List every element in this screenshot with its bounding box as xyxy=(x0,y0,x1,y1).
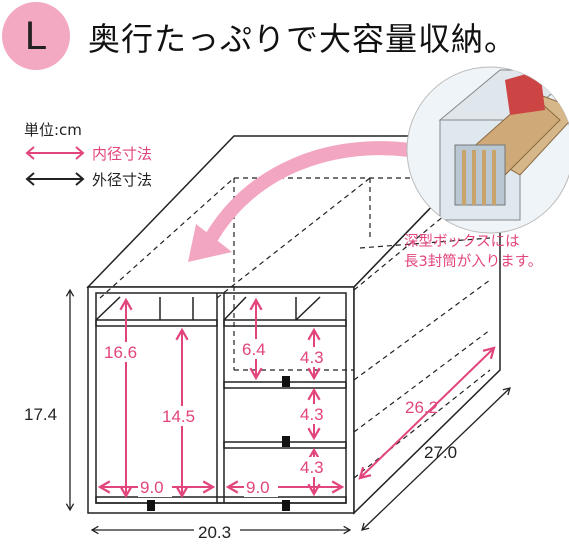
size-letter: L xyxy=(24,13,48,58)
dim-left-full-height: 16.6 xyxy=(104,343,137,362)
drawer-handles xyxy=(147,376,290,511)
dim-inner-depth: 26.2 xyxy=(405,398,438,417)
callout-arrow xyxy=(203,141,411,244)
note-line1: 深型ボックスには xyxy=(404,234,520,250)
dim-right-drawer3: 4.3 xyxy=(300,458,324,477)
dim-right-top-height: 6.4 xyxy=(242,340,266,359)
envelope-note: 深型ボックスには 長3封筒が入ります。 xyxy=(404,232,542,272)
note-line2: 長3封筒が入ります。 xyxy=(404,254,543,270)
inset-image xyxy=(406,66,569,234)
legend-inner-label: 内径寸法 xyxy=(92,144,153,163)
dim-right-top-box: 4.3 xyxy=(300,348,324,367)
dim-left-width: 9.0 xyxy=(140,478,164,497)
legend-outer: 外径寸法 xyxy=(24,166,152,192)
dim-right-drawer2: 4.3 xyxy=(300,405,324,424)
page-title: 奥行たっぷりで大容量収納。 xyxy=(88,20,518,58)
size-badge: L xyxy=(2,2,70,70)
legend-outer-label: 外径寸法 xyxy=(92,170,153,189)
dim-outer-depth: 27.0 xyxy=(424,443,457,462)
legend: 単位:cm 内径寸法 外径寸法 xyxy=(24,118,152,192)
dim-right-width: 9.0 xyxy=(246,478,270,497)
unit-label: 単位:cm xyxy=(24,120,82,139)
dim-left-box-height: 14.5 xyxy=(162,407,195,426)
black-double-arrow-icon xyxy=(25,172,85,186)
pink-double-arrow-icon xyxy=(25,146,85,160)
legend-inner: 内径寸法 xyxy=(24,140,152,166)
cabinet-front xyxy=(95,292,347,504)
dim-outer-width: 20.3 xyxy=(198,523,231,542)
dim-outer-height: 17.4 xyxy=(24,405,57,424)
